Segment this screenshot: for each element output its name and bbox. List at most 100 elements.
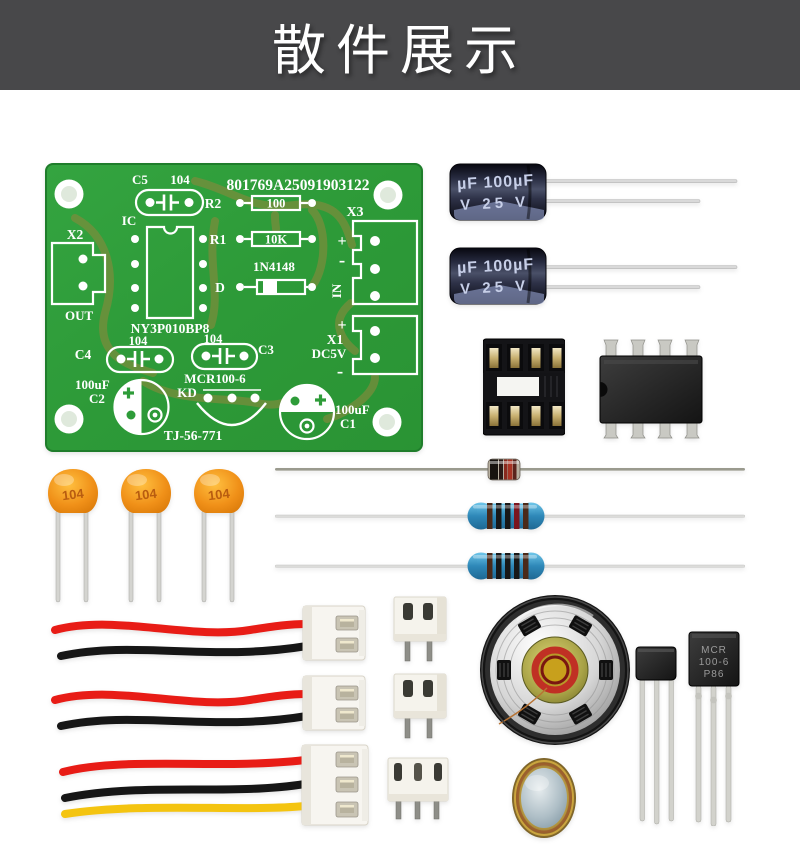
resistor-body xyxy=(467,502,545,530)
svg-text:R2: R2 xyxy=(205,196,222,211)
svg-text:104: 104 xyxy=(207,486,231,504)
capacitor-crimp xyxy=(526,248,532,304)
transistor-lead xyxy=(668,678,674,822)
capacitor-lead xyxy=(545,179,738,184)
header-lip xyxy=(394,634,446,641)
svg-text:104: 104 xyxy=(204,332,224,346)
svg-text:P86: P86 xyxy=(704,669,725,680)
title-banner: 散件展示 xyxy=(0,0,800,90)
black-wire xyxy=(61,780,309,802)
svg-text:C4: C4 xyxy=(75,347,92,362)
transistor-mcr100-6: MCR 100-6 P86 xyxy=(688,631,740,826)
svg-text:100uF: 100uF xyxy=(335,402,370,417)
socket-ribs xyxy=(544,376,558,397)
resistor-10k xyxy=(275,502,745,530)
capacitor-lead xyxy=(545,265,738,270)
transistor-body xyxy=(688,631,740,687)
header-slot xyxy=(434,763,442,781)
header-slot xyxy=(403,603,413,620)
svg-text:R1: R1 xyxy=(210,232,227,247)
pcb-electrolytic-pad-marks xyxy=(123,387,326,434)
capacitor-lead xyxy=(55,509,61,603)
header-shade xyxy=(437,597,446,641)
svg-text:IC: IC xyxy=(122,213,136,228)
red-wire xyxy=(51,620,311,637)
svg-text:MCR: MCR xyxy=(701,645,727,656)
red-wire xyxy=(59,756,309,776)
black-wire xyxy=(57,642,311,660)
svg-text:X2: X2 xyxy=(67,227,84,242)
disc-center xyxy=(521,768,567,828)
svg-text:IN: IN xyxy=(329,283,344,298)
ic-notch xyxy=(600,382,608,397)
svg-text:1N4148: 1N4148 xyxy=(253,259,295,274)
ic-pins-top xyxy=(603,339,700,359)
transistor-lead xyxy=(654,678,660,825)
transistor-lead xyxy=(639,678,645,822)
pcb-serial: 801769A25091903122 xyxy=(227,177,370,194)
svg-text:104: 104 xyxy=(129,334,149,348)
capacitor-lead xyxy=(229,509,235,603)
speaker-vents xyxy=(497,615,613,725)
capacitor-marking: µF 100µF V 25 V xyxy=(457,256,535,298)
red-wire xyxy=(51,690,311,707)
resistor-body xyxy=(467,552,545,580)
svg-text:KD: KD xyxy=(177,385,197,400)
speaker-edge xyxy=(481,596,629,744)
svg-text:10K: 10K xyxy=(265,233,288,247)
page-title: 散件展示 xyxy=(272,20,528,81)
electrolytic-capacitor-2: µF 100µF V 25 V xyxy=(449,247,738,305)
capacitor-body xyxy=(194,469,244,513)
header-slot xyxy=(423,603,433,620)
black-wire xyxy=(57,712,311,730)
transistor-leads xyxy=(695,685,732,826)
disc-copper-ring xyxy=(516,762,572,834)
pcb-silkscreen-text: C5 104 801769A25091903122 R2 100 X3 + - … xyxy=(65,172,370,443)
header-pin xyxy=(395,798,402,820)
ceramic-capacitor-2: 104 xyxy=(121,469,171,603)
svg-text:-: - xyxy=(337,361,343,382)
svg-text:104: 104 xyxy=(134,486,158,504)
header-pin xyxy=(426,638,433,662)
highlight xyxy=(525,775,549,791)
diode-1n4148 xyxy=(275,458,745,481)
capacitor-body xyxy=(48,469,98,513)
ic-socket xyxy=(483,338,565,436)
capacitor-lead xyxy=(156,509,162,603)
header-pin xyxy=(414,798,421,820)
svg-text:DC5V: DC5V xyxy=(312,346,347,361)
pcb-board-model: TJ-56-771 xyxy=(164,428,223,443)
header-pin xyxy=(404,638,411,662)
svg-text:OUT: OUT xyxy=(65,308,94,323)
svg-text:X3: X3 xyxy=(346,205,363,220)
ceramic-capacitor-1: 104 xyxy=(48,469,98,603)
header-pin xyxy=(404,715,411,739)
capacitor-lead xyxy=(201,509,207,603)
header-lip xyxy=(394,711,446,718)
yellow-wire xyxy=(61,802,309,818)
header-slot xyxy=(403,680,413,697)
svg-text:µF 100µF: µF 100µF xyxy=(457,172,535,193)
header-slot xyxy=(394,763,402,781)
capacitor-lead xyxy=(545,199,701,204)
speaker-lead-wire xyxy=(498,687,548,725)
svg-text:-: - xyxy=(339,250,345,271)
wire-harness-3pin xyxy=(59,744,369,826)
svg-text:C2: C2 xyxy=(89,391,105,406)
transistor-marking: MCR 100-6 P86 xyxy=(699,645,729,680)
pcb-mounting-holes xyxy=(54,179,403,437)
pcb-silkscreen-fills xyxy=(78,198,380,434)
svg-text:V 25 V: V 25 V xyxy=(460,193,530,214)
capacitor-sleeve-stripe xyxy=(454,201,544,220)
ceramic-capacitor-3: 104 xyxy=(194,469,244,603)
capacitor-lead xyxy=(545,285,701,290)
svg-text:C5: C5 xyxy=(132,172,148,187)
pin-header-3pin xyxy=(387,757,449,820)
transistor-small xyxy=(635,646,677,825)
svg-text:C1: C1 xyxy=(340,416,356,431)
highlight xyxy=(638,649,674,652)
header-shade xyxy=(437,674,446,718)
capacitor-crimp xyxy=(526,164,532,220)
pcb-scr-model: MCR100-6 xyxy=(184,371,246,386)
